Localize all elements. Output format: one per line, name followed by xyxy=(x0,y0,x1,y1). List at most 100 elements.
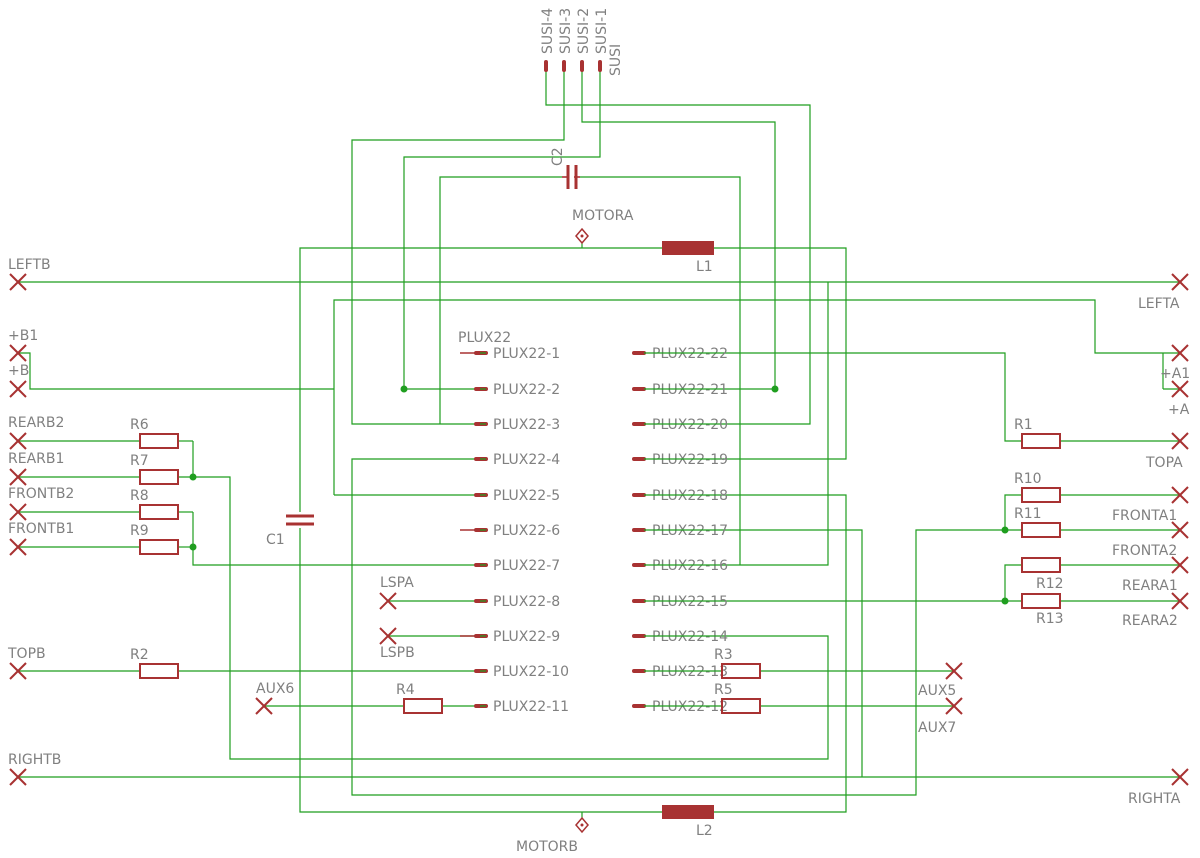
motora-terminal: MOTORA xyxy=(572,208,634,245)
topb-label: TOPB xyxy=(7,646,46,662)
junction-dot xyxy=(771,385,779,393)
wires xyxy=(18,70,1180,818)
resistor-r1 xyxy=(1021,433,1061,449)
motorb-label: MOTORB xyxy=(516,839,578,855)
l2-label: L2 xyxy=(696,823,713,839)
plux22-right-pin-label: PLUX22-15 xyxy=(652,594,728,610)
resistor-r2 xyxy=(139,663,179,679)
junction-dot xyxy=(1001,526,1009,534)
c1-label: C1 xyxy=(266,532,285,548)
resistor-r7 xyxy=(139,469,179,485)
r6-label: R6 xyxy=(130,417,149,433)
junction-dot xyxy=(400,385,408,393)
resistor-r4 xyxy=(403,698,443,714)
junction-dot xyxy=(189,473,197,481)
plux22-left-pin-label: PLUX22-6 xyxy=(493,523,560,539)
plux22-right-pin-label: PLUX22-12 xyxy=(652,699,728,715)
r1-label: R1 xyxy=(1014,417,1033,433)
terminal-x-icon xyxy=(945,662,963,680)
plux22-right-pin-label: PLUX22-18 xyxy=(652,488,728,504)
rearb2-label: REARB2 xyxy=(8,415,64,431)
resistor-r13 xyxy=(1021,593,1061,609)
plux22-right-pin-label: PLUX22-22 xyxy=(652,346,728,362)
plux22-left-pin-label: PLUX22-4 xyxy=(493,452,560,468)
terminal-x-icon xyxy=(9,344,27,362)
plux22-right-pin-label: PLUX22-14 xyxy=(652,629,728,645)
plux22-right-pin-label: PLUX22-13 xyxy=(652,664,728,680)
plux22-left-pin-label: PLUX22-11 xyxy=(493,699,569,715)
terminal-x-icon xyxy=(1171,486,1189,504)
susi-3-label: SUSI-3 xyxy=(558,8,574,54)
motorb-terminal: MOTORB xyxy=(516,816,589,855)
plux22-left-pin-label: PLUX22-10 xyxy=(493,664,569,680)
junction-dot xyxy=(189,543,197,551)
righta-label: RIGHTA xyxy=(1128,791,1181,807)
resistor-r12 xyxy=(1021,557,1061,573)
terminal-x-icon xyxy=(945,697,963,715)
r4-label: R4 xyxy=(396,682,415,698)
plux22-right-pin-label: PLUX22-20 xyxy=(652,417,728,433)
l1-label: L1 xyxy=(696,259,713,275)
terminal-x-icon xyxy=(255,697,273,715)
terminal-x-icon xyxy=(9,768,27,786)
topa-label: TOPA xyxy=(1145,455,1183,471)
terminal-x-icon xyxy=(9,662,27,680)
susi-label: SUSI xyxy=(608,44,624,76)
plux22-left-pin-label: PLUX22-3 xyxy=(493,417,560,433)
resistor-r11 xyxy=(1021,522,1061,538)
plux22-left-pin-label: PLUX22-9 xyxy=(493,629,560,645)
lspa-label: LSPA xyxy=(380,575,414,591)
resistor-r3 xyxy=(721,663,761,679)
resistor-r8 xyxy=(139,504,179,520)
r7-label: R7 xyxy=(130,453,149,469)
reara2-label: REARA2 xyxy=(1122,613,1178,629)
junctions xyxy=(189,385,1009,605)
b1-label: +B1 xyxy=(8,328,38,344)
resistor-r6 xyxy=(139,433,179,449)
plux22-right-pin-label: PLUX22-19 xyxy=(652,452,728,468)
fronta1-label: FRONTA1 xyxy=(1112,508,1177,524)
terminal-x-icon xyxy=(9,380,27,398)
plux22-left-pin-label: PLUX22-8 xyxy=(493,594,560,610)
resistor-r10 xyxy=(1021,487,1061,503)
junction-dot xyxy=(1001,597,1009,605)
leftb-label: LEFTB xyxy=(8,257,51,273)
inductor-l1: L1 xyxy=(662,241,714,275)
aux6-label: AUX6 xyxy=(256,681,294,697)
r3-label: R3 xyxy=(714,647,733,663)
susi-2-label: SUSI-2 xyxy=(576,8,592,54)
r8-label: R8 xyxy=(130,488,149,504)
capacitor-c2: C2 xyxy=(550,147,580,189)
a1-label: +A1 xyxy=(1160,366,1190,382)
frontb2-label: FRONTB2 xyxy=(8,486,74,502)
terminals xyxy=(9,273,1189,786)
aux5-label: AUX5 xyxy=(918,683,956,699)
plux22-right-pin-label: PLUX22-21 xyxy=(652,382,728,398)
plux22-name: PLUX22 xyxy=(458,330,511,346)
resistor-r5 xyxy=(721,698,761,714)
terminal-x-icon xyxy=(9,273,27,291)
lspb-label: LSPB xyxy=(380,645,415,661)
terminal-x-icon xyxy=(1171,432,1189,450)
r9-label: R9 xyxy=(130,523,149,539)
inductor-l2: L2 xyxy=(662,805,714,839)
terminal-x-icon xyxy=(9,538,27,556)
frontb1-label: FRONTB1 xyxy=(8,521,74,537)
r2-label: R2 xyxy=(130,647,149,663)
terminal-x-icon xyxy=(9,503,27,521)
capacitor-c1: C1 xyxy=(266,514,314,548)
terminal-x-icon xyxy=(1171,380,1189,398)
resistors: R6 R7 R8 R9 R2 R4 R3 R5 R1 R10 R11 R12 R… xyxy=(130,417,1064,714)
susi-connector: SUSI-4 SUSI-3 SUSI-2 SUSI-1 SUSI xyxy=(540,8,624,76)
lefta-label: LEFTA xyxy=(1138,296,1180,312)
b-label: +B xyxy=(8,363,29,379)
terminal-x-icon xyxy=(9,468,27,486)
susi-4-label: SUSI-4 xyxy=(540,8,556,54)
motora-label: MOTORA xyxy=(572,208,634,224)
terminal-x-icon xyxy=(1171,273,1189,291)
fronta2-label: FRONTA2 xyxy=(1112,543,1177,559)
plux22-right-pin-label: PLUX22-17 xyxy=(652,523,728,539)
terminal-x-icon xyxy=(1171,521,1189,539)
